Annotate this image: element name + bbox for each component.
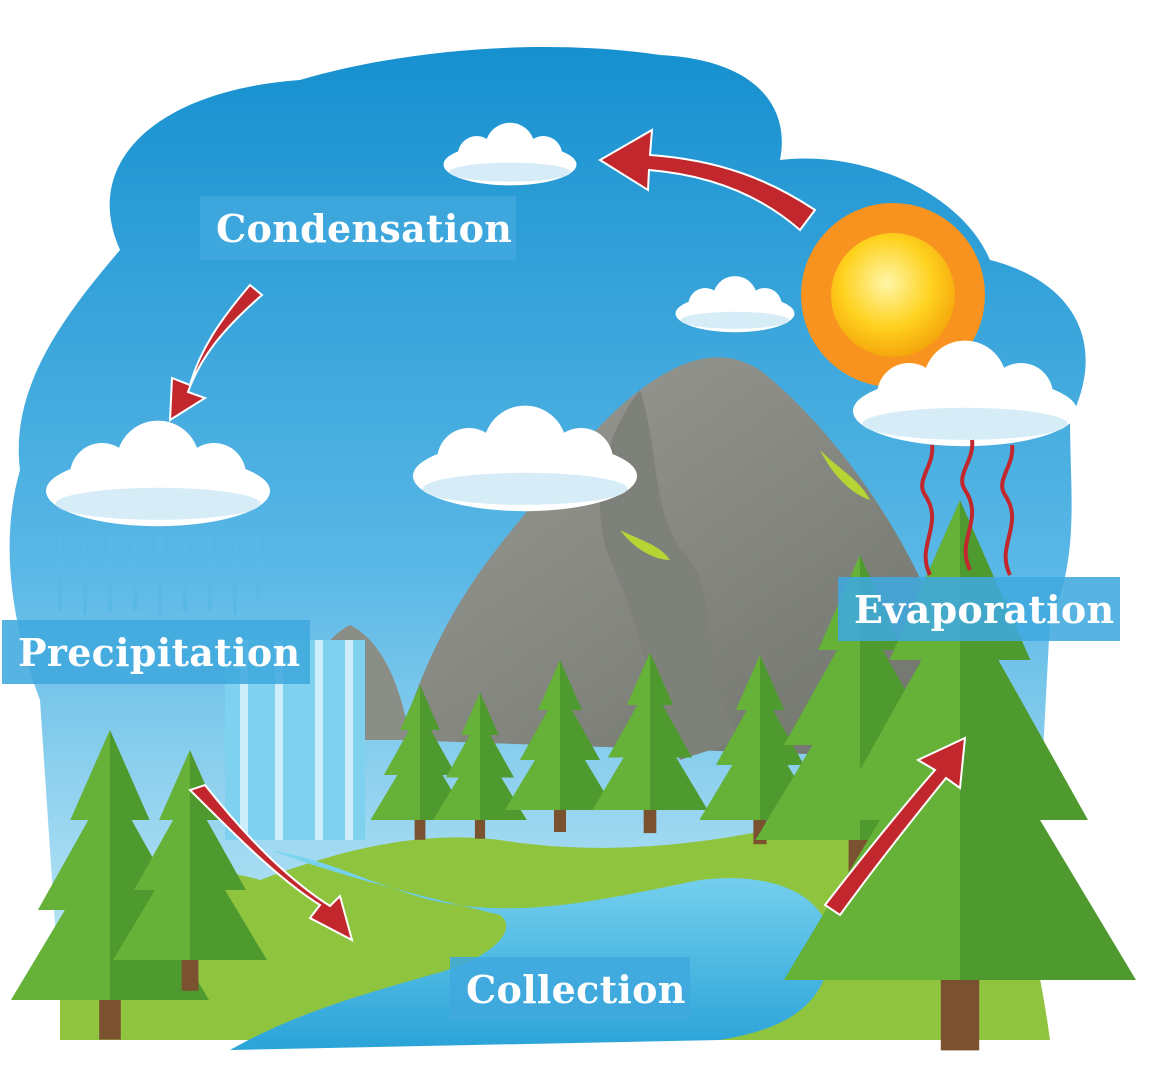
precipitation-label: Precipitation: [2, 620, 310, 684]
arrow-condensation-to-precipitation: [168, 283, 264, 422]
evaporation-vapor-icon: [920, 439, 1015, 576]
evaporation-label: Evaporation: [838, 577, 1120, 641]
arrow-precipitation-to-collection: [188, 783, 354, 942]
rain: [58, 535, 260, 615]
arrow-evaporation-to-condensation: [598, 128, 817, 232]
collection-label: Collection: [450, 957, 690, 1021]
condensation-label: Condensation: [200, 196, 516, 260]
arrow-collection-to-evaporation: [823, 736, 967, 917]
cycle-arrows: [168, 128, 967, 942]
sun-icon: [801, 203, 985, 387]
